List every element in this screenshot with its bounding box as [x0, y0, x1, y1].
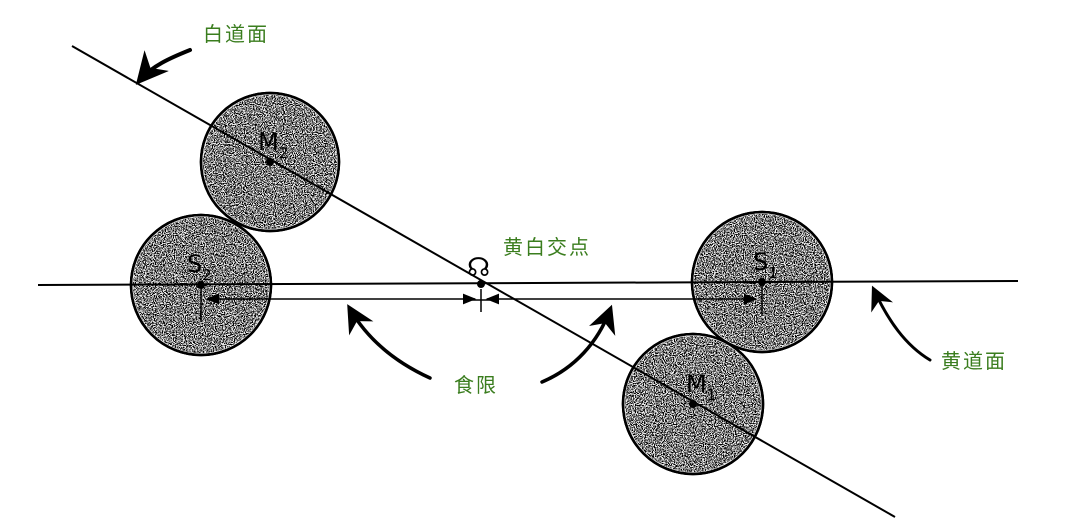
center-dot-m2: [266, 158, 274, 166]
ecliptic-plane-label: 黄道面: [941, 349, 1007, 373]
label-m2: M2: [258, 128, 288, 162]
label-s2: S2: [187, 250, 212, 284]
eclipse-limit-right-arrow: [540, 304, 616, 384]
node-dot: [477, 280, 485, 288]
moon-path-pointer-arrow: [135, 48, 192, 85]
eclipse-limit-left-arrow: [347, 304, 432, 380]
ecliptic-pointer-arrow: [871, 285, 932, 362]
center-dot-m1: [689, 400, 697, 408]
eclipse-limit-label: 食限: [454, 373, 498, 397]
eclipse-limit-dimension: [200, 286, 763, 322]
center-dot-s2: [197, 281, 205, 289]
ascending-node-symbol: ☊: [467, 253, 490, 283]
node-label: 黄白交点: [503, 235, 591, 259]
moon-path-plane-label: 白道面: [203, 22, 269, 46]
label-m1: M1: [686, 370, 716, 404]
center-dot-s1: [758, 278, 766, 286]
label-s1: S1: [753, 248, 778, 282]
